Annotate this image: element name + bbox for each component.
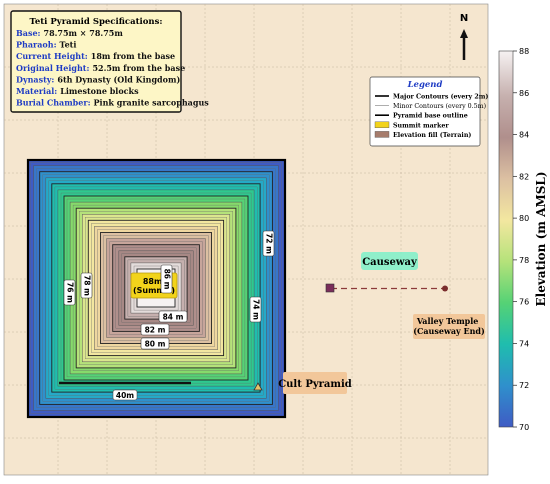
legend-swatch [374,131,390,138]
colorbar-tick-label: 82 [519,172,529,181]
spec-row: Pharaoh:Teti [16,40,76,50]
colorbar-tick-label: 84 [519,131,529,140]
specifications-box: Teti Pyramid Specifications: Base:78.75m… [10,10,209,113]
colorbar-tick-label: 76 [519,298,529,307]
summit-label: 88m (Summit) [133,277,175,295]
minor-contour [127,259,185,317]
north-arrow: N [460,13,468,60]
legend-label: Major Contours (every 2m) [393,94,488,101]
valley-temple-label: Valley Temple (Causeway End) [413,316,485,336]
colorbar-tick-label: 88 [519,47,529,56]
colorbar-tick-label: 80 [519,214,529,223]
scale-bar-label: 40m [116,391,134,400]
minor-contour [36,168,276,408]
contour-label-74-text: 74 m [252,299,261,320]
legend-label: Elevation fill (Terrain) [393,132,471,139]
specifications-rows: Base:78.75m × 78.75mPharaoh:TetiCurrent … [16,28,209,108]
contour-label-82: 82 m [140,323,170,336]
spec-row: Material:Limestone blocks [16,86,139,96]
specifications-title: Teti Pyramid Specifications: [30,17,163,27]
legend-label: Pyramid base outline [393,113,468,120]
minor-contour [30,162,282,414]
causeway-label: Causeway [362,257,418,268]
contour-label-80: 80 m [140,337,170,350]
spec-row: Current Height:18m from the base [16,51,175,61]
minor-contour [79,211,233,365]
legend-label: Summit marker [393,122,449,129]
cult-pyramid-label: Cult Pyramid [278,379,352,390]
colorbar-tick-label: 72 [519,381,529,390]
contour-label-86-text: 86 m [163,269,172,290]
pyramid-base-outline [26,158,287,419]
legend-title: Legend [407,80,443,90]
colorbar-ticks: 70 72 74 76 78 80 82 84 86 88 [513,47,529,432]
contour-label-72: 72 m [262,230,275,257]
spec-row: Original Height:52.5m from the base [16,63,185,73]
colorbar-tick-label: 78 [519,256,529,265]
causeway-start-marker [325,283,335,293]
minor-contour [42,174,270,402]
contour-label-72-text: 72 m [265,233,274,254]
colorbar-tick-label: 70 [519,423,529,432]
contour-label-76: 76 m [63,279,76,306]
colorbar-label: Elevation (m AMSL) [534,171,548,306]
contour-label-78: 78 m [80,272,93,299]
contour-label-84: 84 m [158,310,188,323]
minor-contour [54,186,258,390]
contour-label-80-text: 80 m [145,340,166,349]
minor-contour [121,253,191,323]
contour-label-78-text: 78 m [83,275,92,296]
contour-label-76-text: 76 m [66,282,75,303]
north-arrow-label: N [460,13,468,24]
legend-swatch [374,121,390,129]
cult-pyramid-marker [253,382,263,391]
spec-row: Base:78.75m × 78.75m [16,28,123,38]
legend: Legend Major Contours (every 2m) Minor Co… [369,76,488,147]
legend-items: Major Contours (every 2m) Minor Contours … [374,94,488,139]
valley-temple-marker [442,285,448,292]
legend-label: Minor Contours (every 0.5m) [393,103,486,110]
minor-contour [48,180,264,396]
contour-label-86: 86 m [160,264,173,294]
contour-label-74: 74 m [249,296,262,323]
contour-label-82-text: 82 m [145,326,166,335]
spec-row: Burial Chamber:Pink granite sarcophagus [16,98,209,108]
colorbar [498,50,514,428]
contour-label-84-text: 84 m [163,313,184,322]
colorbar-tick-label: 86 [519,89,529,98]
spec-row: Dynasty:6th Dynasty (Old Kingdom) [16,74,180,84]
colorbar-tick-label: 74 [519,339,529,348]
